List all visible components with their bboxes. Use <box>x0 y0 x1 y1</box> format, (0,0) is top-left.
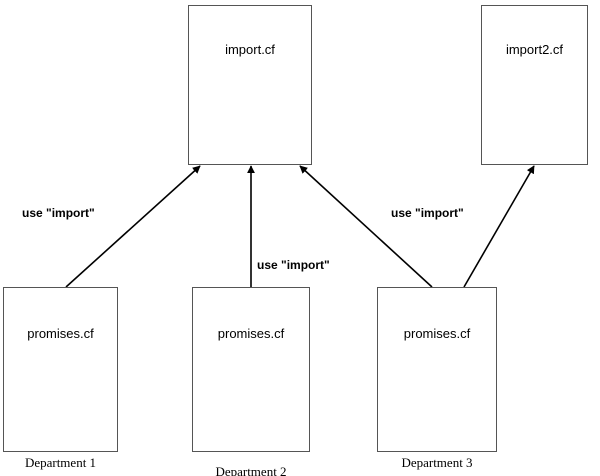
edge-label-dept1-import: use "import" <box>22 206 95 220</box>
edge-dept3-import <box>299 165 433 288</box>
node-label-promises-cf-dept1: promises.cf <box>27 326 94 341</box>
node-label-import-cf: import.cf <box>225 42 275 57</box>
node-label-import2-cf: import2.cf <box>505 42 564 57</box>
edge-label-dept3-import: use "import" <box>391 206 464 220</box>
edges-group <box>65 165 535 288</box>
caption-department-3: Department 3 <box>401 455 473 470</box>
edge-label-dept2-import: use "import" <box>257 258 330 272</box>
caption-department-2: Department 2 <box>215 464 287 476</box>
edge-dept3-import2 <box>463 165 535 288</box>
node-promises-cf-dept2[interactable]: promises.cf <box>192 287 310 452</box>
node-promises-cf-dept3[interactable]: promises.cf <box>377 287 497 452</box>
edge-dept1-import <box>65 165 201 288</box>
node-promises-cf-dept1[interactable]: promises.cf <box>3 287 118 452</box>
node-import-cf[interactable]: import.cf <box>188 5 312 165</box>
node-label-promises-cf-dept3: promises.cf <box>403 326 471 341</box>
caption-department-1: Department 1 <box>24 455 97 470</box>
node-label-promises-cf-dept2: promises.cf <box>217 326 285 341</box>
node-import2-cf[interactable]: import2.cf <box>481 5 588 165</box>
